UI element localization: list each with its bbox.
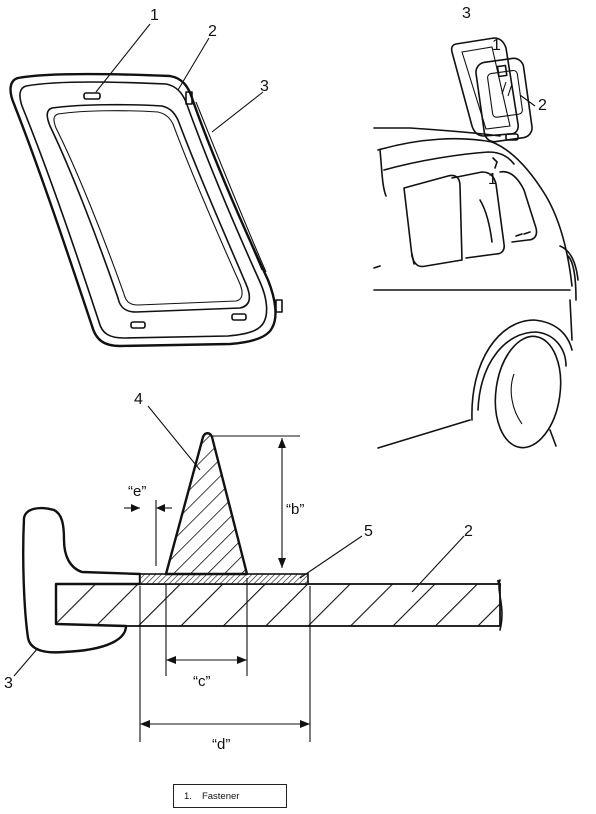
section-bead xyxy=(164,432,249,576)
callout-vehicle-fastener-lower: 1 xyxy=(488,171,497,188)
dimension-d-label: “d” xyxy=(212,736,230,753)
callout-vehicle-molding: 3 xyxy=(462,5,471,22)
section-molding xyxy=(22,506,142,654)
callout-bead: 4 xyxy=(134,391,143,408)
glass-assembly-illustration xyxy=(9,23,283,348)
callout-section-glass: 2 xyxy=(464,523,473,540)
callout-molding: 3 xyxy=(260,78,269,95)
dimension-e-label: “e” xyxy=(128,483,146,500)
exploded-molding xyxy=(450,37,519,137)
legend-item-number: 1. xyxy=(184,790,192,802)
section-glass xyxy=(54,583,501,627)
glass-fastener-bottom-right xyxy=(231,313,247,321)
callout-fastener: 1 xyxy=(150,7,159,24)
cross-section xyxy=(13,405,503,742)
callout-vehicle-fastener: 1 xyxy=(492,37,501,54)
legend-box: 1. Fastener xyxy=(173,784,287,808)
callout-section-molding: 3 xyxy=(4,675,13,692)
glass-clip-top xyxy=(185,91,193,105)
dimension-b-label: “b” xyxy=(286,501,304,518)
dimension-lines xyxy=(124,435,311,742)
dimension-c-label: “c” xyxy=(193,673,211,690)
callout-glass: 2 xyxy=(208,23,217,40)
callout-primer: 5 xyxy=(364,523,373,540)
glass-fastener-top xyxy=(83,92,101,100)
legend-item-label: Fastener xyxy=(201,790,240,802)
section-primer xyxy=(139,573,309,585)
callout-vehicle-glass: 2 xyxy=(538,97,547,114)
vehicle-illustration xyxy=(373,37,579,449)
glass-clip-bottom xyxy=(275,299,283,313)
glass-fastener-bottom-left xyxy=(130,321,146,329)
